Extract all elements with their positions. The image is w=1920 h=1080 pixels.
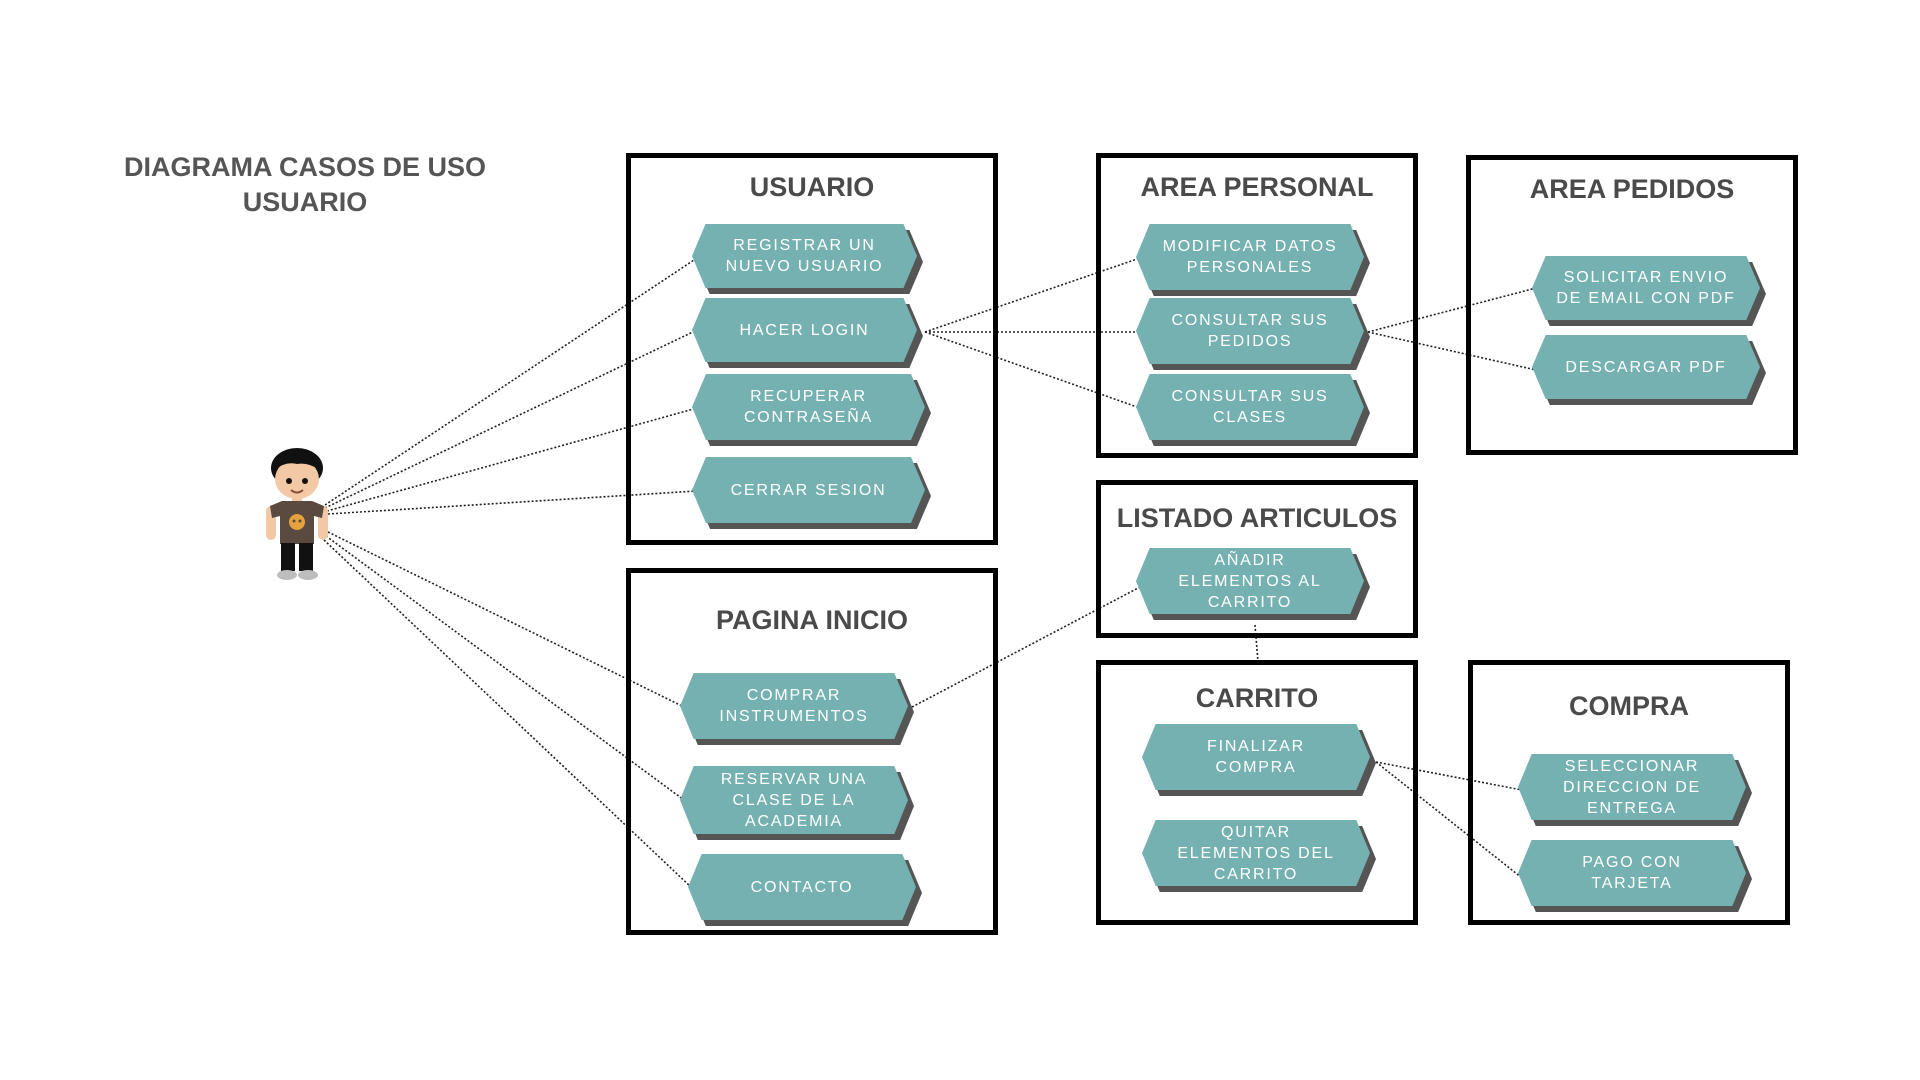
- page-title: DIAGRAMA CASOS DE USO USUARIO: [123, 152, 487, 217]
- use-case-contacto[interactable]: CONTACTO: [688, 854, 922, 926]
- use-case-quitar-elementos[interactable]: QUITAR ELEMENTOS DEL CARRITO: [1142, 820, 1376, 892]
- link-pedidos-descargar: [1367, 331, 1537, 371]
- use-case-label: FINALIZAR COMPRA: [1207, 738, 1305, 776]
- use-case-label: RECUPERAR CONTRASEÑA: [743, 388, 874, 426]
- use-case-label: RESERVAR UNA CLASE DE LA ACADEMIA: [720, 770, 868, 830]
- use-case-anadir-carrito[interactable]: AÑADIR ELEMENTOS AL CARRITO: [1136, 548, 1370, 620]
- use-case-modificar-datos[interactable]: MODIFICAR DATOS PERSONALES: [1136, 224, 1370, 296]
- use-case-seleccionar-direccion[interactable]: SELECCIONAR DIRECCION DE ENTREGA: [1518, 754, 1752, 826]
- use-case-label: CERRAR SESION: [730, 481, 887, 499]
- box-carrito: CARRITO: [1096, 660, 1418, 925]
- use-case-label: CONSULTAR SUS PEDIDOS: [1171, 312, 1329, 350]
- box-area-personal: AREA PERSONAL: [1096, 153, 1418, 458]
- link-actor-contacto: [323, 539, 693, 889]
- actor: [262, 446, 332, 586]
- use-case-label: DESCARGAR PDF: [1565, 358, 1727, 376]
- use-case-pago-tarjeta[interactable]: PAGO CON TARJETA: [1518, 840, 1752, 912]
- use-case-consultar-clases[interactable]: CONSULTAR SUS CLASES: [1136, 374, 1370, 446]
- use-case-login[interactable]: HACER LOGIN: [692, 298, 923, 368]
- use-case-label: AÑADIR ELEMENTOS AL CARRITO: [1178, 551, 1322, 611]
- link-actor-cerrar: [327, 490, 698, 515]
- use-case-label: PAGO CON TARJETA: [1582, 854, 1682, 892]
- use-case-registrar[interactable]: REGISTRAR UN NUEVO USUARIO: [692, 224, 923, 294]
- use-case-label: MODIFICAR DATOS PERSONALES: [1162, 238, 1338, 276]
- child-user-icon: [266, 448, 328, 580]
- use-case-label: REGISTRAR UN NUEVO USUARIO: [725, 237, 884, 275]
- link-actor-registrar: [324, 257, 698, 506]
- use-case-cerrar-sesion[interactable]: CERRAR SESION: [692, 457, 931, 529]
- box-title-pagina-inicio: PAGINA INICIO: [715, 605, 908, 635]
- link-finalizar-direccion: [1375, 761, 1523, 791]
- use-case-solicitar-email[interactable]: SOLICITAR ENVIO DE EMAIL CON PDF: [1532, 256, 1766, 326]
- box-title-area-personal: AREA PERSONAL: [1140, 172, 1374, 202]
- link-actor-recuperar: [326, 407, 698, 512]
- use-case-reservar-clase[interactable]: RESERVAR UNA CLASE DE LA ACADEMIA: [680, 766, 914, 840]
- link-comprar-anadir: [911, 586, 1141, 708]
- link-finalizar-tarjeta: [1375, 761, 1523, 879]
- box-title-area-pedidos: AREA PEDIDOS: [1529, 174, 1735, 204]
- link-pedidos-email: [1367, 287, 1537, 333]
- box-title-usuario: USUARIO: [749, 172, 875, 202]
- use-case-label: SELECCIONAR DIRECCION DE ENTREGA: [1562, 757, 1702, 817]
- use-case-descargar-pdf[interactable]: DESCARGAR PDF: [1532, 335, 1766, 405]
- use-case-label: HACER LOGIN: [739, 321, 870, 339]
- use-case-recuperar[interactable]: RECUPERAR CONTRASEÑA: [692, 374, 931, 446]
- box-listado-articulos: LISTADO ARTICULOS: [1096, 480, 1418, 638]
- use-case-label: SOLICITAR ENVIO DE EMAIL CON PDF: [1556, 269, 1736, 307]
- box-pagina-inicio: PAGINA INICIO: [626, 568, 998, 935]
- box-title-compra: COMPRA: [1569, 691, 1689, 721]
- use-case-comprar-instrumentos[interactable]: COMPRAR INSTRUMENTOS: [680, 673, 914, 745]
- box-title-carrito: CARRITO: [1195, 683, 1319, 713]
- link-actor-login: [324, 329, 698, 509]
- use-case-label: QUITAR ELEMENTOS DEL CARRITO: [1177, 823, 1335, 883]
- use-case-consultar-pedidos[interactable]: CONSULTAR SUS PEDIDOS: [1136, 298, 1370, 370]
- use-case-finalizar-compra[interactable]: FINALIZAR COMPRA: [1142, 724, 1376, 796]
- box-title-listado-articulos: LISTADO ARTICULOS: [1116, 503, 1398, 533]
- box-area-pedidos: AREA PEDIDOS: [1466, 155, 1798, 455]
- use-case-label: CONSULTAR SUS CLASES: [1171, 388, 1329, 426]
- use-case-label: CONTACTO: [750, 878, 854, 896]
- box-usuario: USUARIO: [626, 153, 998, 545]
- use-case-label: COMPRAR INSTRUMENTOS: [719, 687, 869, 725]
- link-login-modificar: [924, 257, 1141, 333]
- box-compra: COMPRA: [1468, 660, 1790, 925]
